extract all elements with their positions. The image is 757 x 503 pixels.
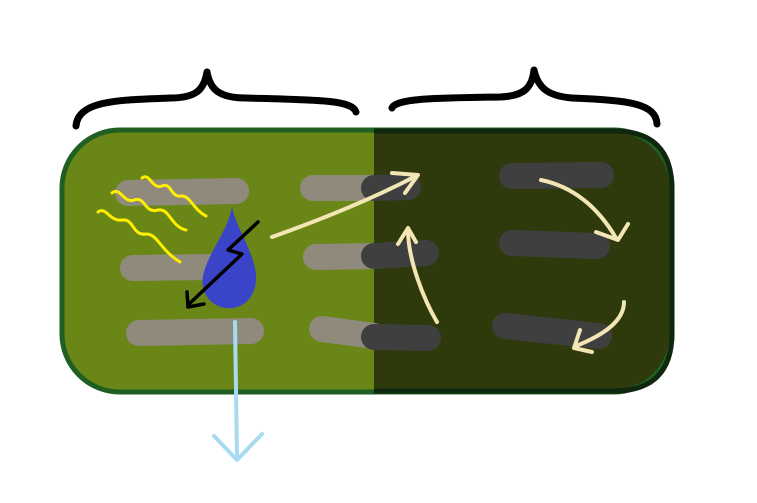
lightning-arrow-icon [185, 220, 260, 309]
membrane-bar [361, 324, 441, 351]
membrane-bar [499, 162, 614, 189]
sunlight-icon [96, 175, 208, 264]
membrane-bar [115, 178, 249, 206]
membrane-bar [361, 240, 439, 269]
cycle-arrow-icon [539, 178, 630, 242]
membrane-stacks [115, 162, 614, 351]
output-arrow-icon [212, 320, 264, 462]
cycle-arrow-icon [572, 300, 626, 354]
water-drop-icon [202, 206, 257, 309]
left-brace [72, 68, 360, 130]
membrane-bar [120, 254, 224, 281]
right-brace [388, 66, 661, 128]
dark-region-outline [374, 128, 675, 394]
membrane-bar [492, 313, 612, 349]
flow-arrows [270, 171, 630, 354]
upward-arrow-icon [396, 226, 439, 324]
membrane-bar [499, 230, 610, 259]
membrane-bar [126, 318, 264, 346]
arrow-to-dark-region-icon [270, 171, 420, 239]
